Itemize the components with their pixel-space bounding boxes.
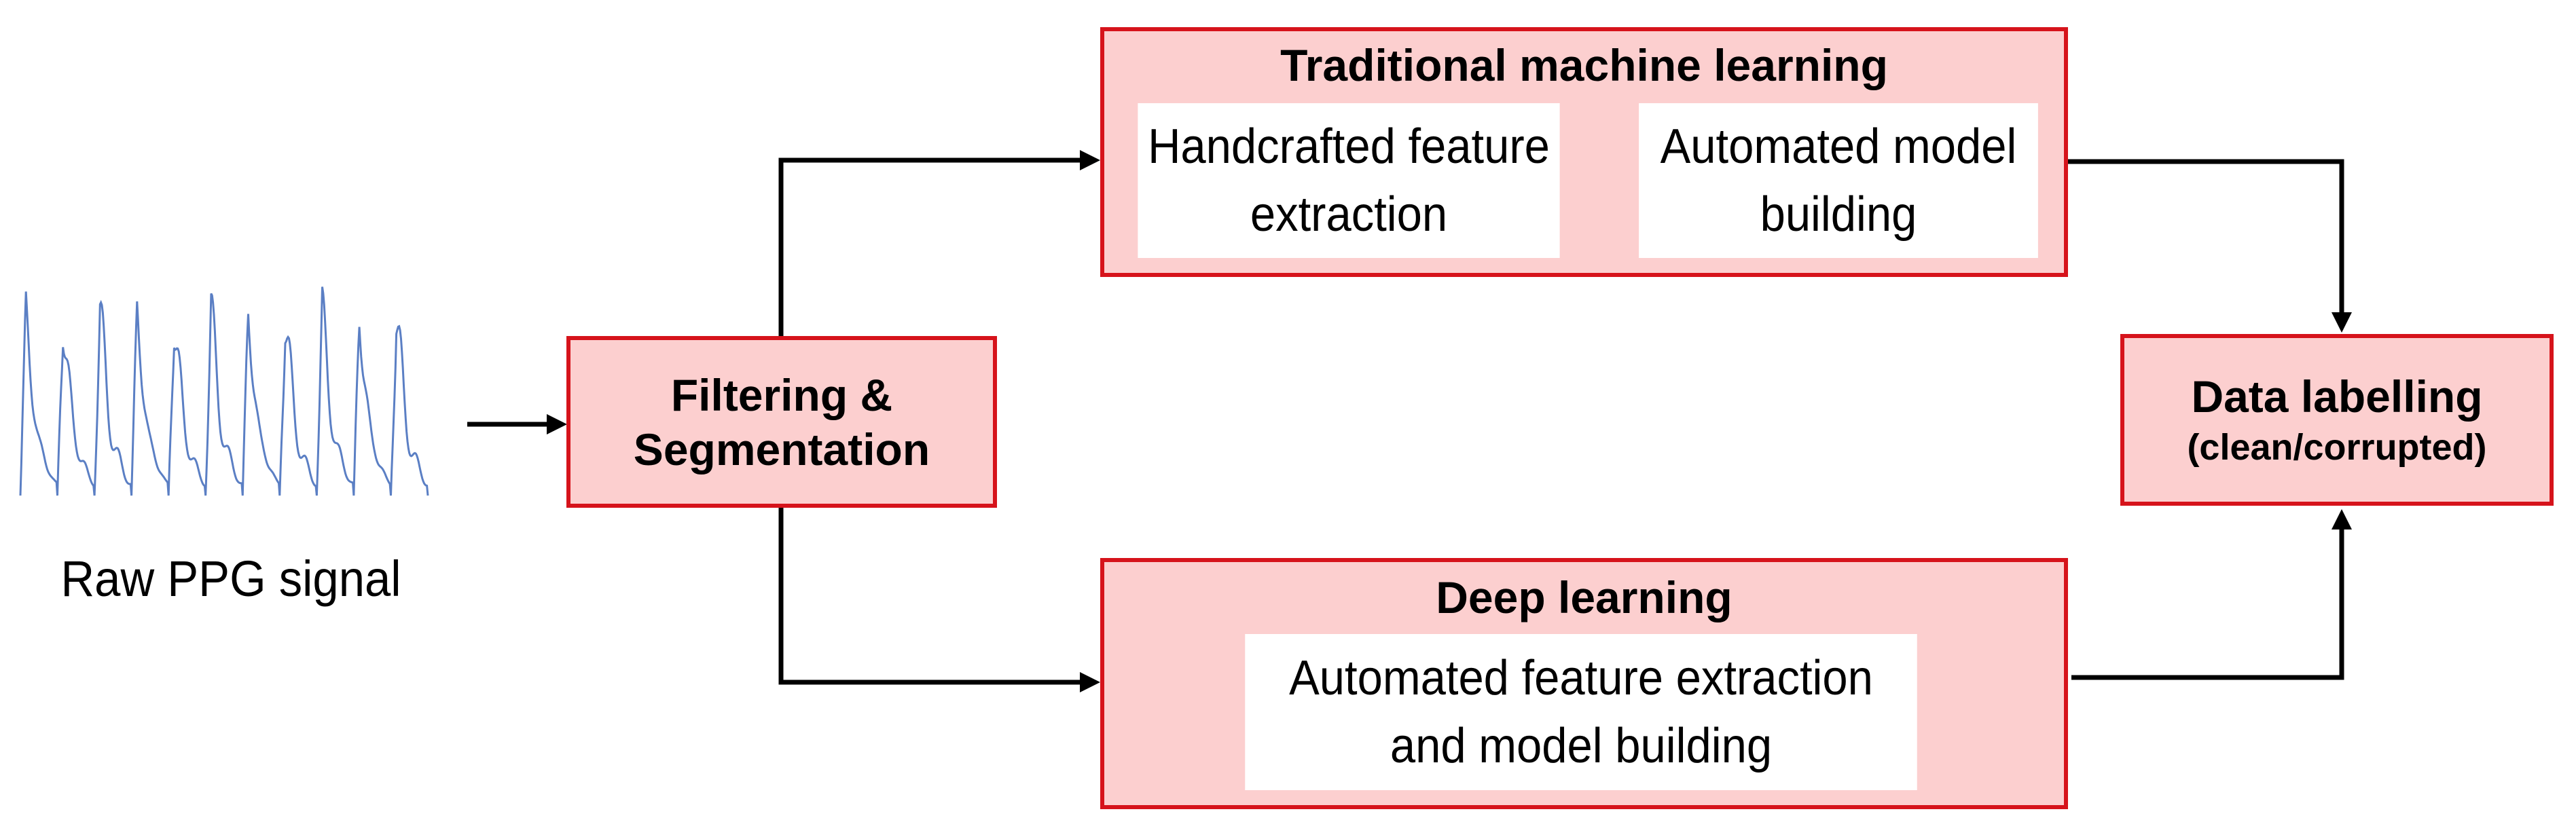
automated-feature-extraction-step: Automated feature extraction and model b… (1245, 634, 1917, 790)
arrowhead-output-bottom-in (2332, 509, 2352, 529)
traditional-ml-title: Traditional machine learning (1280, 40, 1888, 90)
deep-step-line2: and model building (1390, 719, 1773, 773)
arrow-traditional-to-output (2068, 159, 2344, 316)
step2-line2: building (1760, 187, 1917, 242)
deep-step-line1: Automated feature extraction (1289, 651, 1873, 705)
traditional-ml-box: Traditional machine learning Handcrafted… (1100, 27, 2068, 277)
arrowhead-traditional-in (1080, 150, 1100, 170)
arrow-preprocess-to-traditional (778, 157, 1080, 336)
step2-line1: Automated model (1660, 119, 2017, 174)
arrow-deep-to-output (2071, 526, 2344, 680)
deep-learning-box: Deep learning Automated feature extracti… (1100, 558, 2068, 809)
arrowhead-preprocess-in (547, 414, 567, 434)
preprocess-box: Filtering & Segmentation (566, 336, 997, 508)
deep-learning-title: Deep learning (1436, 572, 1733, 622)
step1-line1: Handcrafted feature (1148, 119, 1550, 174)
arrowhead-deep-in (1080, 672, 1100, 692)
handcrafted-feature-extraction-step: Handcrafted feature extraction (1138, 103, 1560, 258)
output-label-line1: Data labelling (2191, 371, 2483, 422)
preprocess-label-line1: Filtering & (670, 369, 893, 420)
ppg-signal-waveform (19, 286, 429, 496)
data-labelling-box: Data labelling (clean/corrupted) (2120, 334, 2554, 506)
raw-ppg-signal-label: Raw PPG signal (60, 551, 401, 607)
step1-line2: extraction (1250, 187, 1448, 242)
output-label-line2: (clean/corrupted) (2187, 426, 2487, 468)
arrowhead-output-top-in (2332, 312, 2352, 333)
preprocess-label-line2: Segmentation (633, 424, 930, 475)
arrow-preprocess-to-deep (778, 508, 1080, 685)
automated-model-building-step: Automated model building (1639, 103, 2038, 258)
